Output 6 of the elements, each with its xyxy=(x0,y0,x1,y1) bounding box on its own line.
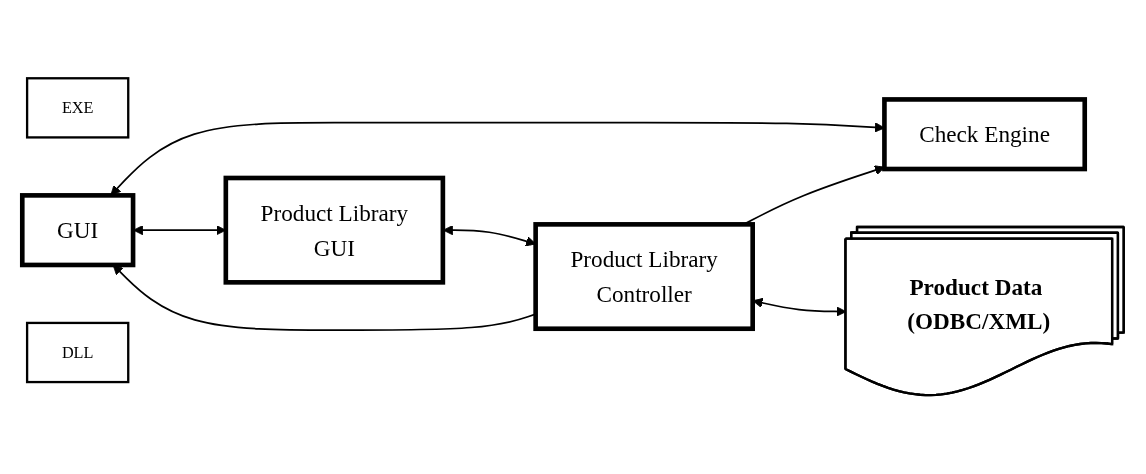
node-box: Check Engine xyxy=(882,97,1088,172)
node-box: Product Library Controller xyxy=(533,222,755,332)
node-box: EXE xyxy=(25,77,130,139)
node-box: GUI xyxy=(19,193,136,268)
node-box: DLL xyxy=(25,322,130,384)
node-box: Product Library GUI xyxy=(223,176,446,285)
